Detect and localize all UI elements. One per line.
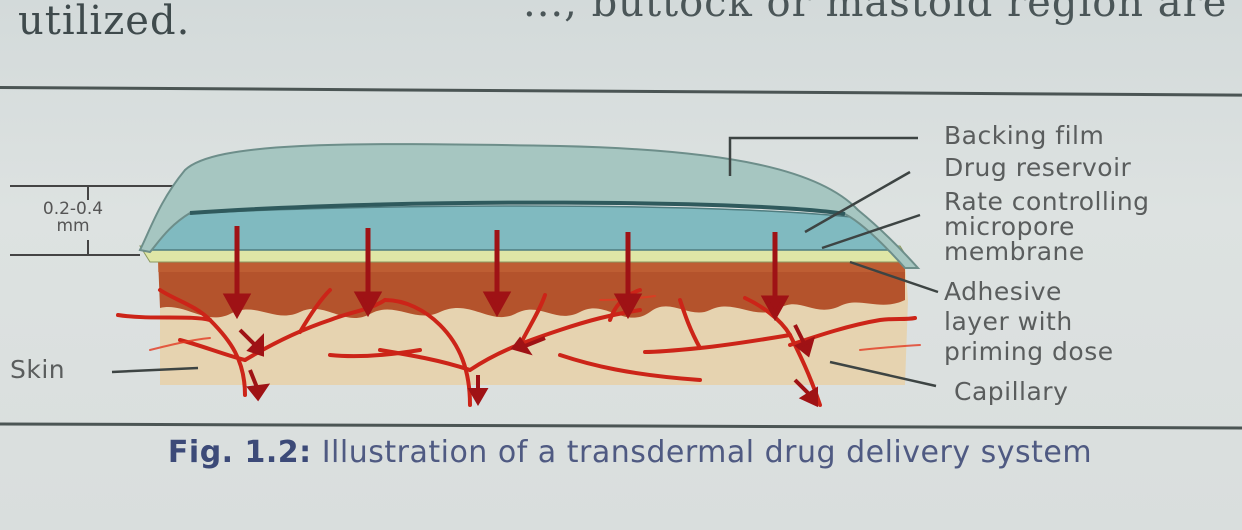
label-backing-film: Backing film — [944, 122, 1104, 149]
drug-reservoir-shape — [150, 206, 900, 250]
thickness-unit: mm — [28, 218, 118, 235]
label-capillary: Capillary — [954, 378, 1068, 405]
label-rate-controlling-3: membrane — [944, 238, 1085, 265]
label-skin: Skin — [10, 356, 65, 383]
caption-rule — [0, 424, 1242, 428]
label-adhesive-3: priming dose — [944, 338, 1114, 365]
label-drug-reservoir: Drug reservoir — [944, 154, 1131, 181]
caption-text: Illustration of a transdermal drug deliv… — [322, 435, 1092, 470]
thickness-label: 0.2-0.4 mm — [28, 201, 118, 235]
label-rate-controlling-2: micropore — [944, 213, 1075, 240]
label-adhesive-1: Adhesive — [944, 278, 1062, 305]
figure-caption: Fig. 1.2: Illustration of a transdermal … — [40, 436, 1220, 470]
label-rate-controlling-1: Rate controlling — [944, 188, 1150, 215]
label-adhesive-2: layer with — [944, 308, 1073, 335]
caption-figure-number: Fig. 1.2: — [168, 435, 312, 470]
